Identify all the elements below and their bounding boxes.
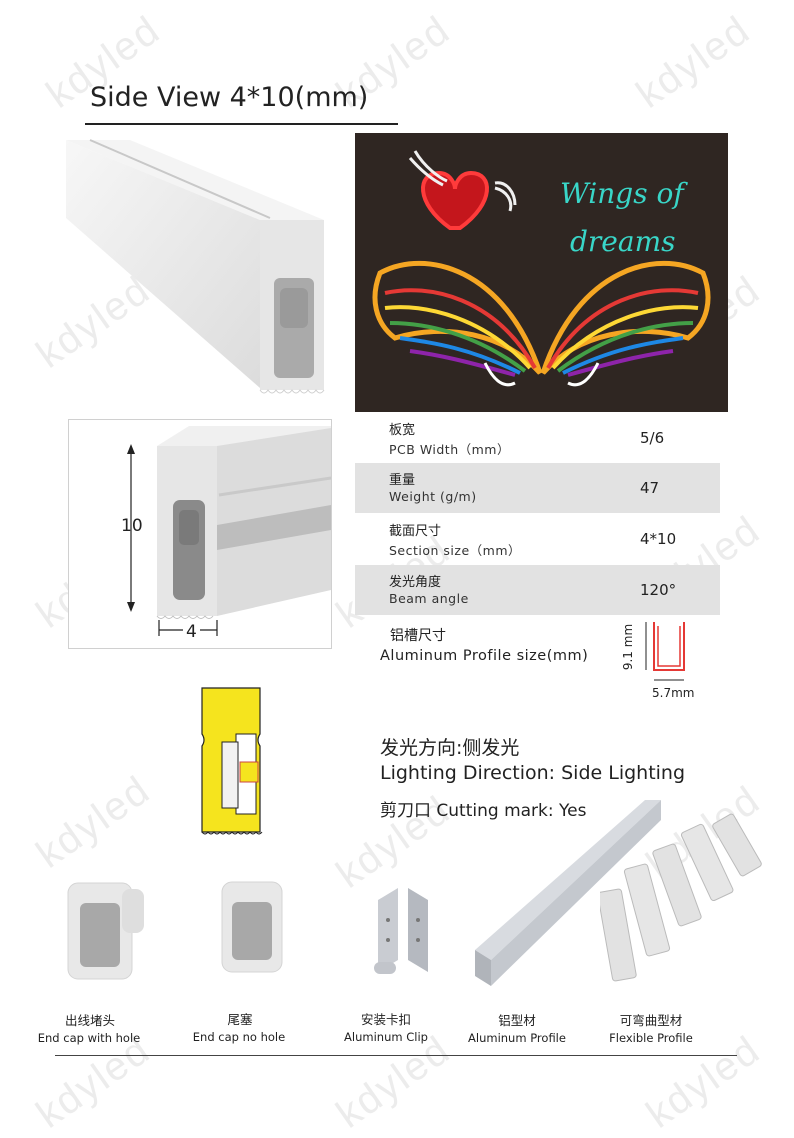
aluminum-profile-label-en: Aluminum Profile size(mm): [380, 648, 589, 664]
spec-label-cn: 板宽: [389, 423, 416, 438]
aluminum-profile-label-cn: 铝槽尺寸: [390, 628, 446, 644]
accessory-label-cn: 可弯曲型材: [619, 1013, 683, 1028]
spec-value: 4*10: [640, 530, 677, 548]
width-dimension-label: 4: [183, 622, 200, 642]
neon-sign-text-2: dreams: [570, 225, 676, 258]
neon-profile-render: [66, 139, 325, 394]
aluminum-profile-width: 5.7mm: [652, 686, 695, 700]
accessory-label-en: End cap no hole: [192, 1030, 286, 1044]
accessory-label-en: Aluminum Clip: [344, 1030, 428, 1044]
flexible-profile-image: [600, 813, 762, 982]
lighting-cross-section: [201, 687, 263, 835]
spec-row: 板宽 PCB Width（mm） 5/6: [355, 413, 720, 463]
accessory-label-cn: 安装卡扣: [360, 1012, 411, 1027]
cutting-mark: 剪刀口 Cutting mark: Yes: [380, 801, 587, 821]
spec-label-cn: 截面尺寸: [389, 524, 442, 539]
heart-icon: [421, 170, 489, 230]
spec-value: 47: [640, 479, 660, 497]
spec-label-cn: 发光角度: [389, 575, 442, 590]
aluminum-profile-diagram: [645, 622, 685, 681]
accessory-label-en: End cap with hole: [37, 1031, 141, 1045]
spec-label-cn: 重量: [389, 473, 416, 488]
spec-label-en: Section size（mm）: [389, 543, 522, 558]
end-cap-no-hole-image: [221, 881, 283, 973]
spec-row: 重量 Weight (g/m) 47: [355, 463, 720, 513]
aluminum-profile-height: 9.1 mm: [621, 623, 636, 671]
spec-value: 5/6: [640, 429, 665, 447]
aluminum-clip-image: [374, 888, 428, 974]
neon-sign-text-1: Wings of: [560, 177, 688, 210]
spec-label-en: Beam angle: [389, 591, 469, 606]
accessory-label-en: Aluminum Profile: [468, 1031, 566, 1045]
spec-value: 120°: [640, 581, 677, 599]
height-dimension-label: 10: [121, 516, 143, 536]
page-title: Side View 4*10(mm): [90, 82, 369, 113]
end-cap-with-hole-image: [67, 882, 144, 980]
aluminum-profile-image: [475, 800, 661, 986]
watermark: kdyled: [628, 7, 759, 117]
dimension-drawing: 10 4: [68, 419, 332, 649]
spec-label-en: Weight (g/m): [389, 489, 477, 504]
spec-row: 发光角度 Beam angle 120°: [355, 565, 720, 615]
spec-row: 截面尺寸 Section size（mm） 4*10: [355, 514, 720, 564]
footer-divider: [55, 1055, 737, 1056]
accessory-label-cn: 尾塞: [227, 1012, 253, 1027]
accessory-label-cn: 铝型材: [498, 1013, 536, 1028]
spec-label-en: PCB Width（mm）: [389, 442, 510, 457]
lighting-direction-cn: 发光方向:侧发光: [380, 737, 520, 759]
watermark: kdyled: [28, 767, 159, 877]
title-underline: [85, 123, 398, 125]
accessory-label-en: Flexible Profile: [609, 1031, 693, 1045]
accessory-label-cn: 出线堵头: [64, 1013, 115, 1028]
neon-sign-photo: Wings of dreams: [355, 133, 728, 412]
lighting-direction-en: Lighting Direction: Side Lighting: [380, 762, 686, 784]
